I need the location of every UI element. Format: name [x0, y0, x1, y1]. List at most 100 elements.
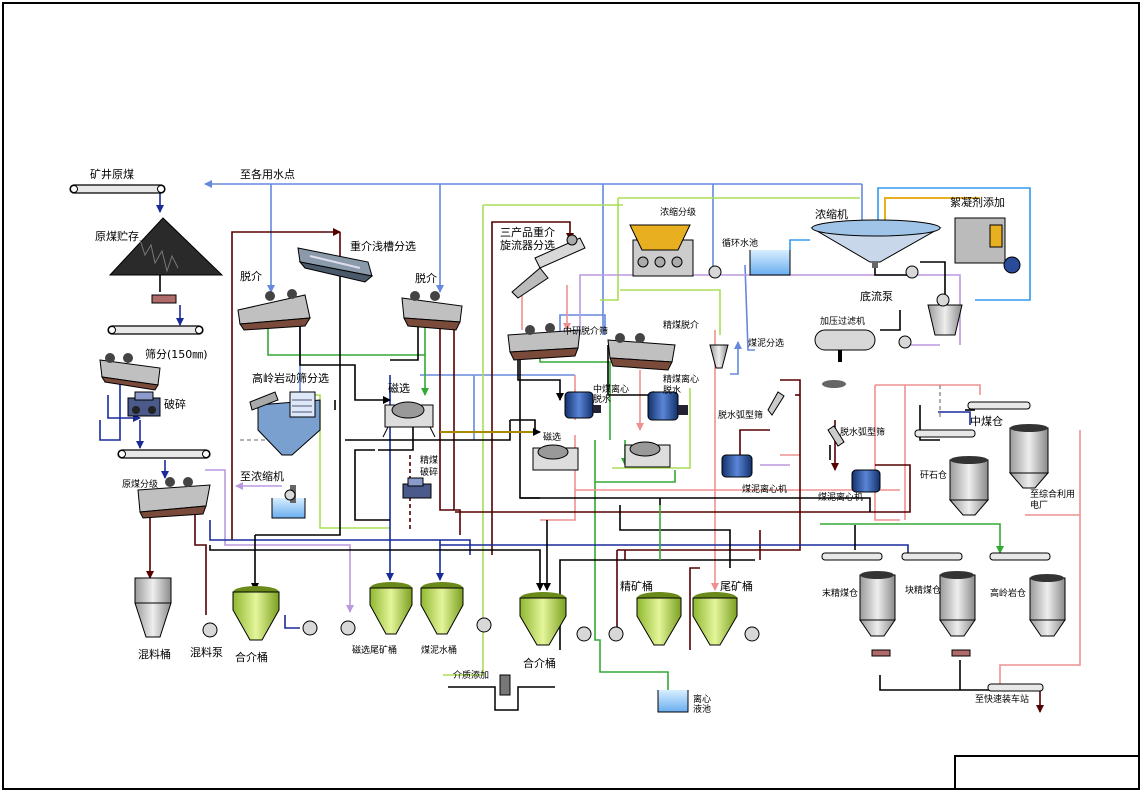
label-to-thickener: 至浓缩机 — [240, 469, 284, 483]
labels: 矿井原煤 原煤贮存 筛分(150㎜) 破碎 原煤分级 至各用水点 重介浅槽分选 … — [90, 167, 1075, 715]
magnetic-separator-2a — [532, 444, 579, 471]
mag-tailings-tank — [369, 582, 413, 635]
water-line-9 — [559, 314, 606, 345]
label-middlings-centrifuge-2: 脱水 — [593, 393, 611, 405]
coal-line-3 — [255, 270, 341, 536]
label-dewatering-sieve-2: 脱水弧型筛 — [840, 426, 885, 438]
water-line-7 — [789, 239, 810, 250]
water-line-6 — [877, 187, 1031, 301]
combined-medium-tank-1 — [232, 586, 280, 641]
label-mix-pump: 混料泵 — [190, 645, 223, 659]
label-middlings-bin: 中煤仓 — [970, 414, 1003, 428]
pink-line-8 — [875, 384, 981, 395]
navy-line-4 — [440, 544, 909, 555]
middlings-centrifuge — [564, 391, 601, 419]
navy-line-11 — [284, 615, 300, 629]
coal-line-5 — [390, 325, 419, 361]
coal-line-9 — [607, 345, 661, 399]
magnetic-separator-2b — [624, 441, 671, 468]
label-to-power-plant-1: 至综合利用 — [1030, 488, 1075, 500]
label-pressure-filter: 加压过滤机 — [820, 315, 865, 327]
green-line-4 — [594, 440, 676, 483]
pumps — [202, 265, 950, 642]
crusher — [127, 391, 161, 417]
green-line-6 — [594, 482, 669, 690]
medium-line-7 — [194, 515, 207, 615]
conveyor-fine-clean — [821, 552, 883, 561]
label-slime-centrifuge-2: 煤泥离心机 — [818, 491, 863, 503]
raw-coal-storage-pile — [108, 217, 224, 304]
label-gaoling-jig: 高岭岩动筛分选 — [252, 371, 329, 385]
label-dewatering-sieve-1: 脱水弧型筛 — [718, 409, 763, 421]
slime-line-5 — [620, 289, 721, 335]
coal-line-6 — [519, 355, 540, 499]
label-lump-clean-bin: 块精煤仓 — [905, 584, 941, 596]
flocculant-line — [884, 197, 980, 222]
medium-addition-pit — [448, 674, 555, 711]
middlings-bin — [1008, 424, 1050, 489]
thickening-classification-cyclones — [629, 224, 694, 277]
feeder-fine-clean — [871, 649, 891, 657]
coal-line-1 — [209, 545, 544, 591]
medium-line-3 — [491, 221, 574, 555]
label-screening-150: 筛分(150㎜) — [145, 347, 208, 361]
medium-line-9 — [617, 445, 801, 551]
violet-line-4 — [205, 469, 354, 613]
raw-coal-classification-screen — [137, 477, 211, 519]
label-to-water-points: 至各用水点 — [240, 167, 295, 181]
pressure-filter — [814, 329, 876, 388]
slime-centrifuge-2 — [851, 469, 881, 493]
navy-line-6 — [107, 395, 141, 422]
water-line-8 — [744, 264, 755, 351]
label-fine-coal-crushing-2: 破碎 — [420, 466, 438, 478]
slime-line-7 — [612, 388, 691, 469]
label-middlings-centrifuge-1: 中煤离心 — [593, 383, 629, 395]
conveyor-middlings — [967, 401, 1031, 410]
flocculant-dosing-unit — [954, 217, 1021, 274]
coal-line-29 — [345, 420, 511, 441]
label-clean-coal-centrifuge-2: 脱水 — [663, 384, 681, 396]
coal-line-16 — [879, 675, 990, 691]
label-thickening-classification: 浓缩分级 — [660, 206, 696, 218]
label-underflow-pump: 底流泵 — [860, 289, 893, 303]
label-fine-coal-crushing-1: 精煤 — [420, 454, 438, 466]
label-gaoling-bin: 高岭岩仓 — [990, 587, 1026, 599]
screen-150mm — [99, 353, 161, 391]
coal-line-7 — [520, 497, 871, 512]
mix-tank — [134, 577, 172, 638]
label-demedium-right: 脱介 — [415, 271, 437, 285]
label-to-loading-station: 至快速装车站 — [975, 693, 1029, 705]
conveyor-gangue — [914, 429, 976, 438]
label-magnetic-sep-2: 磁选 — [543, 431, 561, 443]
label-slime-centrifuge-1: 煤泥离心机 — [742, 483, 787, 495]
label-dense-medium-trough: 重介浅槽分选 — [350, 239, 416, 253]
label-slime-classification: 煤泥分选 — [748, 337, 784, 349]
coal-line-25 — [880, 310, 901, 331]
slime-centrifuge-1 — [721, 454, 753, 478]
dense-medium-trough — [297, 247, 374, 283]
label-centrifugate-pool-2: 液池 — [693, 703, 711, 715]
conveyor-gaoling — [989, 552, 1051, 561]
conveyor-mine-raw-coal — [69, 184, 166, 194]
tailings-tank — [692, 592, 738, 646]
feeder-lump-clean — [951, 649, 971, 657]
demedium-screen-right — [401, 291, 463, 331]
label-three-product-cyclone-2: 旋流器分选 — [500, 238, 555, 252]
label-combined-medium-tank-2: 合介桶 — [523, 656, 556, 670]
label-flocculant-dosing: 絮凝剂添加 — [950, 195, 1005, 209]
combined-medium-tank-2 — [519, 592, 567, 646]
label-concentrate-tank: 精矿桶 — [620, 579, 653, 593]
label-raw-coal-storage: 原煤贮存 — [95, 229, 139, 243]
label-medium-addition: 介质添加 — [453, 669, 489, 681]
equipment — [69, 184, 1066, 713]
circulating-pool — [749, 250, 791, 276]
label-demedium-left: 脱介 — [240, 269, 262, 283]
conveyor-to-classification — [117, 449, 211, 459]
label-mix-tank: 混料桶 — [138, 647, 171, 661]
coal-line-8 — [517, 345, 564, 401]
conveyor-to-screen — [107, 325, 204, 335]
coal-line-13 — [354, 449, 390, 521]
label-gangue-bin: 矸石仓 — [920, 469, 947, 481]
